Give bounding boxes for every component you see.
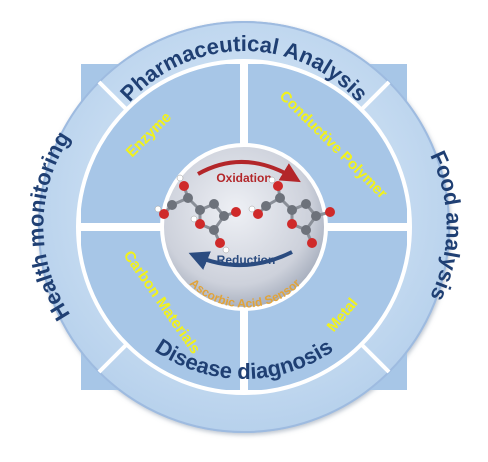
inner-disc-outline	[76, 59, 412, 395]
outer-ring-edge	[38, 21, 450, 433]
oxidation-label: Oxidation	[216, 171, 271, 185]
reduction-label: Reduction	[217, 253, 276, 267]
ascorbic-acid-molecule-icon	[154, 174, 241, 254]
ring-dividers-top	[97, 80, 391, 374]
oxidation-arrow	[197, 159, 301, 183]
dehydroascorbic-acid-molecule-icon	[248, 176, 335, 248]
reduction-arrow	[188, 250, 293, 270]
